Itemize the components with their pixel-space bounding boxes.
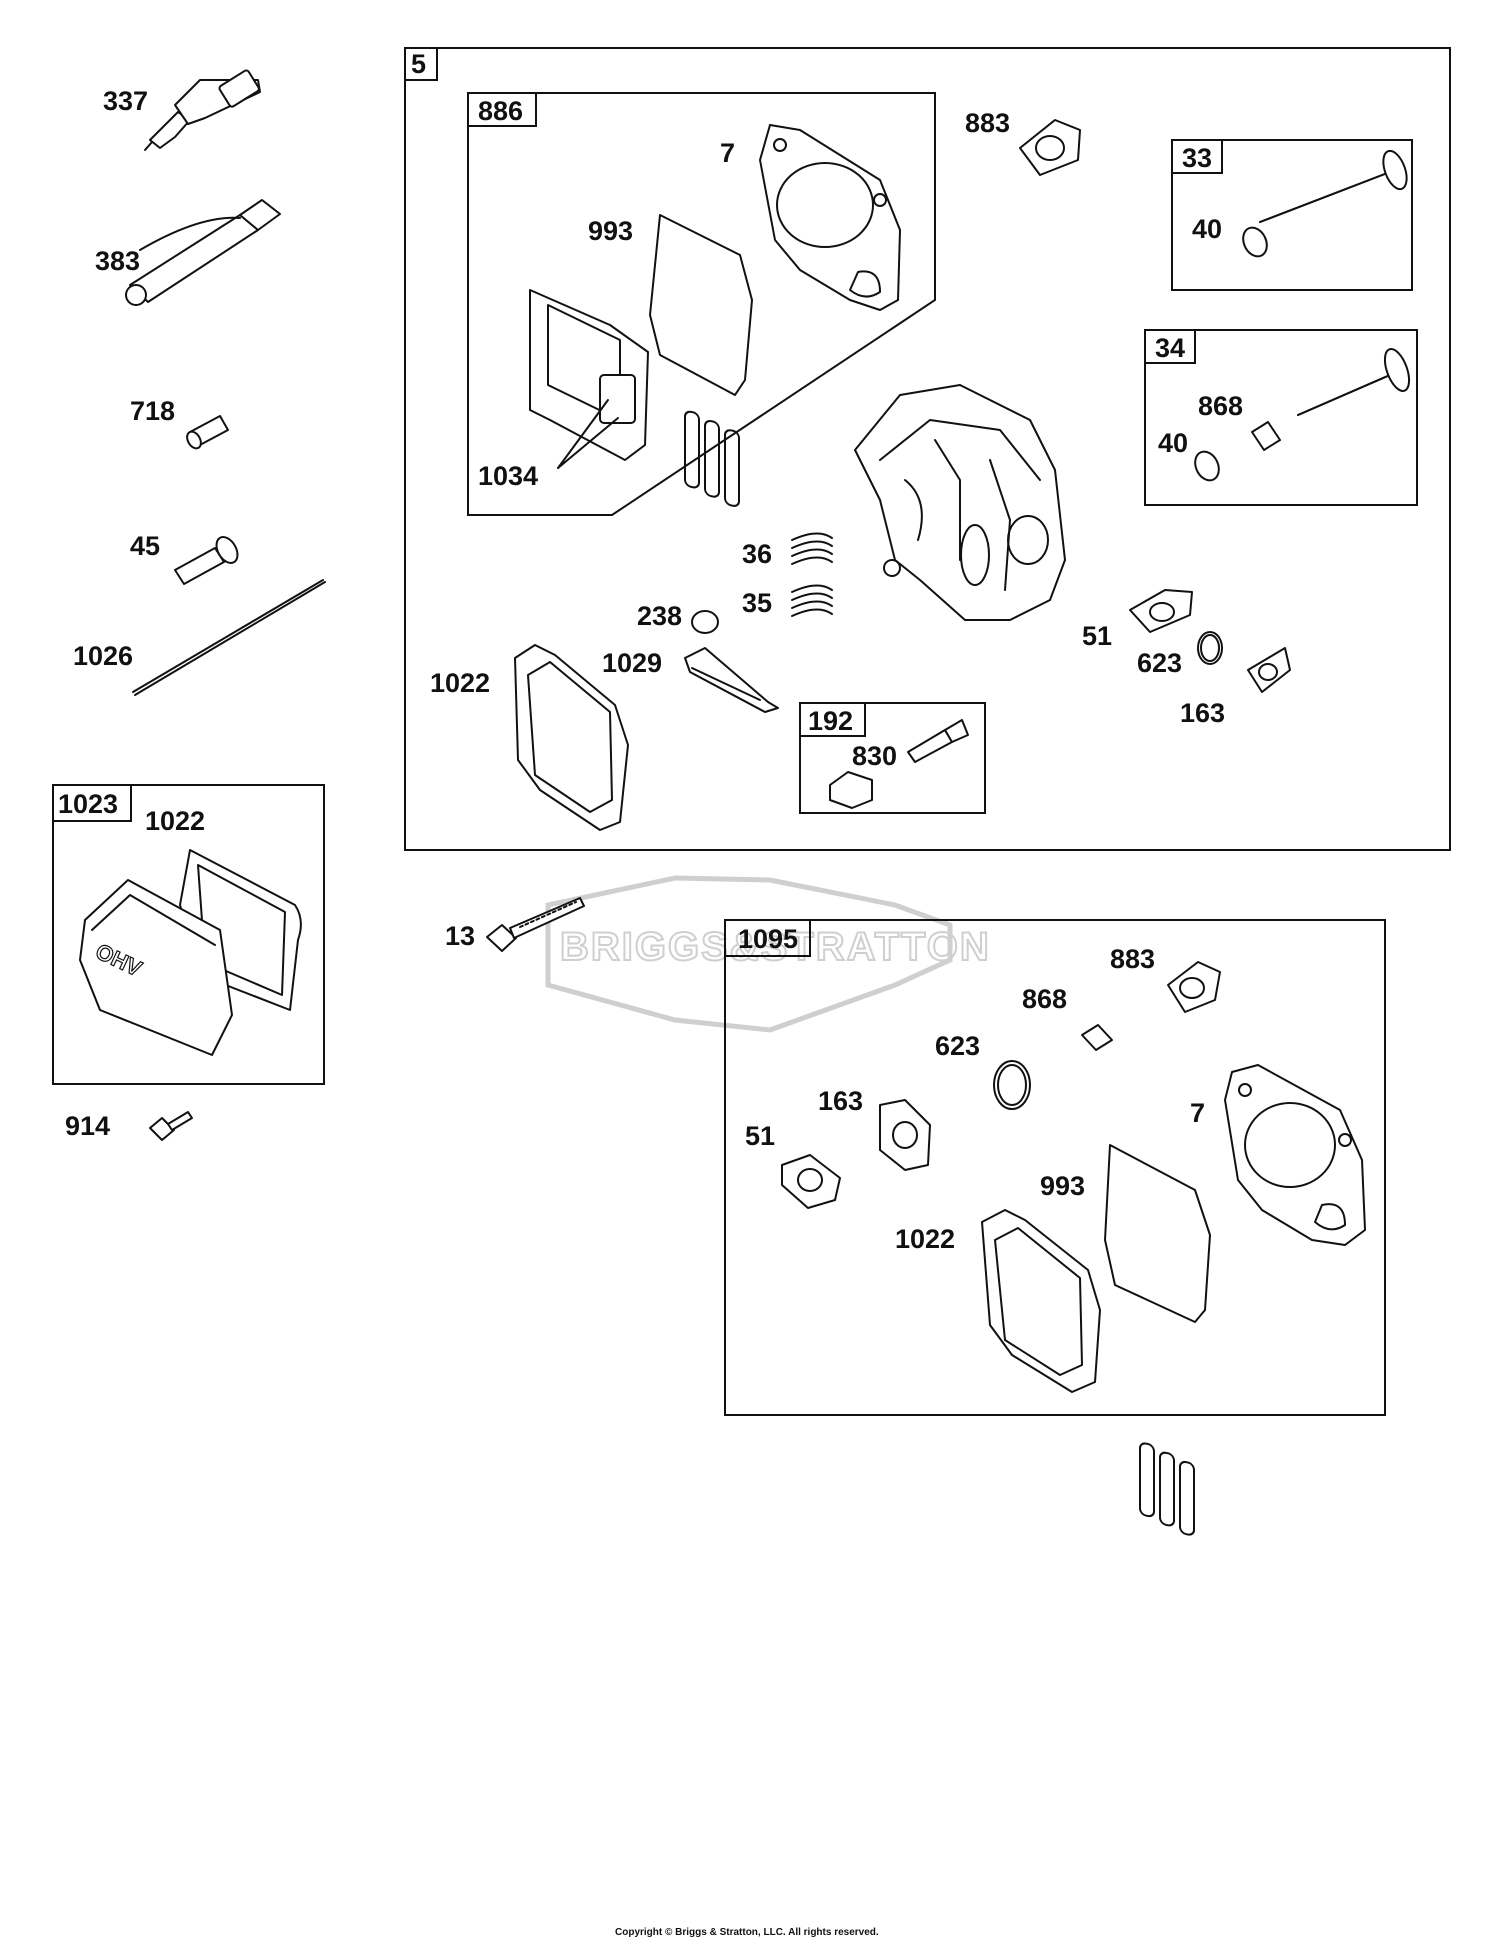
label-40-33: 40 xyxy=(1192,214,1222,244)
kit-192-box xyxy=(799,702,986,814)
valve-seal-1095-part[interactable] xyxy=(1081,1024,1113,1051)
label-51-1095: 51 xyxy=(745,1121,775,1151)
kit-886-number: 886 xyxy=(478,96,523,126)
spark-plug-wrench-part[interactable] xyxy=(125,199,281,306)
kit-886-tag xyxy=(467,92,537,127)
kit-192-number: 192 xyxy=(808,706,853,736)
kit-1095-number: 1095 xyxy=(738,924,798,954)
kit-886-box xyxy=(467,92,936,516)
label-238: 238 xyxy=(637,601,682,631)
label-868-1095: 868 xyxy=(1022,984,1067,1014)
valve-guide-part[interactable] xyxy=(174,533,242,585)
label-40-34: 40 xyxy=(1158,428,1188,458)
label-7-886: 7 xyxy=(720,138,735,168)
label-13: 13 xyxy=(445,921,475,951)
label-623-main: 623 xyxy=(1137,648,1182,678)
rocker-cover-gasket-1095-part[interactable] xyxy=(981,1209,1101,1393)
intake-gasket-1095-part[interactable] xyxy=(781,1154,841,1209)
cylinder-head-gasket-part[interactable] xyxy=(759,124,901,311)
carburetor-gasket-163-part[interactable] xyxy=(1247,647,1291,693)
label-35: 35 xyxy=(742,588,772,618)
label-1029: 1029 xyxy=(602,648,662,678)
breather-assembly-part[interactable] xyxy=(529,289,649,469)
kit-1023-box xyxy=(52,784,325,1085)
valve-keeper-33-part[interactable] xyxy=(1239,224,1272,260)
intake-gasket-part[interactable] xyxy=(649,214,753,507)
valve-spring-36-part[interactable] xyxy=(791,532,833,565)
label-883-top: 883 xyxy=(965,108,1010,138)
valve-spring-35-part[interactable] xyxy=(791,584,833,617)
label-163-1095: 163 xyxy=(818,1086,863,1116)
exhaust-gasket-part[interactable] xyxy=(1019,119,1081,176)
label-163-main: 163 xyxy=(1180,698,1225,728)
label-45: 45 xyxy=(130,531,160,561)
label-1022-main: 1022 xyxy=(430,668,490,698)
label-623-1095: 623 xyxy=(935,1031,980,1061)
kit-1023-tag xyxy=(52,784,132,822)
kit-5-number: 5 xyxy=(411,49,426,79)
cylinder-head-part[interactable] xyxy=(854,384,1066,621)
kit-34-box xyxy=(1144,329,1418,506)
valve-cap-part[interactable] xyxy=(691,610,719,634)
label-1022-cover: 1022 xyxy=(145,806,205,836)
rocker-cover-gasket-part[interactable] xyxy=(514,644,629,831)
label-51-main: 51 xyxy=(1082,621,1112,651)
rocker-nut-part[interactable] xyxy=(829,771,873,809)
kit-5-tag xyxy=(404,47,438,81)
exhaust-gasket-1095-part[interactable] xyxy=(1167,961,1221,1013)
dowel-pin-part[interactable] xyxy=(184,415,229,451)
copyright-notice: Copyright © Briggs & Stratton, LLC. All … xyxy=(615,1927,879,1938)
label-993-886: 993 xyxy=(588,216,633,246)
label-36: 36 xyxy=(742,539,772,569)
rocker-stud-part[interactable] xyxy=(907,719,969,763)
o-ring-623-part[interactable] xyxy=(1197,631,1223,665)
air-deflector-part[interactable] xyxy=(684,647,779,713)
spark-plug-part[interactable] xyxy=(144,69,261,151)
push-rod-part[interactable] xyxy=(132,579,326,696)
label-1022-1095: 1022 xyxy=(895,1224,955,1254)
screw-part[interactable] xyxy=(149,1111,193,1141)
carburetor-gasket-1095-part[interactable] xyxy=(879,1099,931,1171)
label-868-34: 868 xyxy=(1198,391,1243,421)
intake-gasket-993-1095-part[interactable] xyxy=(1104,1144,1211,1536)
label-830: 830 xyxy=(852,741,897,771)
label-993-1095: 993 xyxy=(1040,1171,1085,1201)
o-ring-1095-part[interactable] xyxy=(993,1060,1031,1110)
valve-keeper-34-part[interactable] xyxy=(1191,448,1224,484)
label-883-1095: 883 xyxy=(1110,944,1155,974)
exhaust-valve-part[interactable] xyxy=(1259,148,1411,223)
kit-1023-number: 1023 xyxy=(58,789,118,819)
intake-gasket-51-part[interactable] xyxy=(1129,589,1193,633)
kit-1095-tag xyxy=(724,919,811,957)
valve-seal-34-part[interactable] xyxy=(1251,421,1281,451)
kit-33-tag xyxy=(1171,139,1223,174)
watermark-text: BRIGGS&STRATTON xyxy=(560,925,991,969)
cylinder-head-gasket-1095-part[interactable] xyxy=(1224,1064,1366,1246)
label-383: 383 xyxy=(95,246,140,276)
label-7-1095: 7 xyxy=(1190,1098,1205,1128)
valve-cover-part[interactable]: OHV xyxy=(79,849,302,1056)
kit-34-tag xyxy=(1144,329,1196,364)
head-bolt-part[interactable] xyxy=(486,897,585,952)
intake-valve-part[interactable] xyxy=(1297,346,1414,416)
label-337: 337 xyxy=(103,86,148,116)
kit-192-tag xyxy=(799,702,866,737)
briggs-stratton-watermark: BRIGGS&STRATTON xyxy=(545,875,991,1033)
label-718: 718 xyxy=(130,396,175,426)
label-1026: 1026 xyxy=(73,641,133,671)
kit-33-box xyxy=(1171,139,1413,291)
kit-1095-box xyxy=(724,919,1386,1416)
label-914: 914 xyxy=(65,1111,110,1141)
kit-33-number: 33 xyxy=(1182,143,1212,173)
kit-5-box xyxy=(404,47,1451,851)
label-1034: 1034 xyxy=(478,461,538,491)
kit-34-number: 34 xyxy=(1155,333,1185,363)
